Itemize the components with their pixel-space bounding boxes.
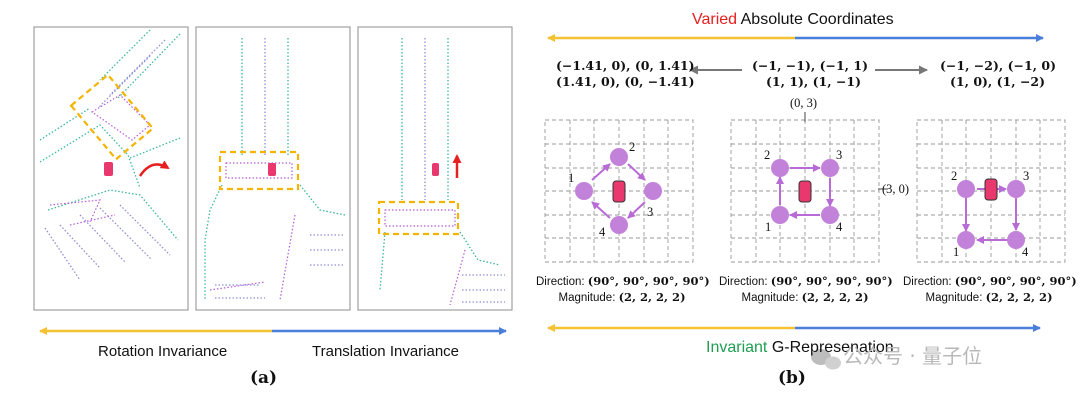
point-label-1: 1	[568, 171, 575, 185]
node-4	[610, 216, 628, 234]
map-panel-translated	[357, 26, 513, 311]
rotation-invariance-label: Rotation Invariance	[98, 343, 228, 360]
subfigure-b-caption: (b)	[778, 368, 806, 388]
point-label-2: 2	[629, 140, 636, 154]
caption-center-direction: Direction: (90°, 90°, 90°, 90°)	[719, 274, 893, 288]
watermark: 公众号 · 量子位	[843, 344, 983, 368]
axis-label-right: (3, 0)	[882, 182, 910, 196]
coords-center-line2: (1, 1), (1, −1)	[766, 74, 862, 89]
car-icon	[612, 180, 626, 203]
coords-right-line1: (−1, −2), (−1, 0)	[940, 58, 1056, 73]
point-label-1: 1	[765, 220, 772, 234]
node-1	[957, 231, 975, 249]
top-title: Varied Absolute Coordinates	[692, 12, 894, 28]
node-2	[957, 180, 975, 198]
point-label-4: 4	[1022, 245, 1029, 259]
caption-right-magnitude: Magnitude: (2, 2, 2, 2)	[925, 290, 1053, 304]
caption-left-magnitude: Magnitude: (2, 2, 2, 2)	[558, 290, 686, 304]
point-label-3: 3	[1023, 169, 1030, 183]
point-label-1: 1	[953, 245, 960, 259]
node-3	[1007, 180, 1025, 198]
caption-center-magnitude: Magnitude: (2, 2, 2, 2)	[741, 290, 869, 304]
node-3	[644, 182, 662, 200]
translation-invariance-label: Translation Invariance	[312, 343, 460, 360]
point-label-2: 2	[951, 169, 958, 183]
axis-label-top: (0, 3)	[790, 96, 818, 110]
node-2	[610, 148, 628, 166]
bottom-title-invariant-word: Invariant	[706, 339, 768, 356]
node-1	[575, 182, 593, 200]
subfigure-a-caption: (a)	[250, 368, 278, 388]
caption-right-direction: Direction: (90°, 90°, 90°, 90°)	[903, 274, 1077, 288]
title-varied-word: Varied	[692, 11, 738, 28]
node-4	[821, 206, 839, 224]
coords-left-line1: (−1.41, 0), (0, 1.41)	[556, 58, 695, 73]
point-label-2: 2	[764, 148, 771, 162]
caption-left-direction: Direction: (90°, 90°, 90°, 90°)	[536, 274, 710, 288]
coords-left-line2: (1.41, 0), (0, −1.41)	[556, 74, 695, 89]
point-label-4: 4	[599, 225, 606, 239]
bottom-title: Invariant G-Represenation	[706, 340, 894, 356]
coords-right-line2: (1, 0), (1, −2)	[950, 74, 1046, 89]
car-icon	[798, 180, 812, 203]
point-label-3: 3	[647, 205, 654, 219]
title-rest: Absolute Coordinates	[737, 11, 894, 28]
shifted-square-structure	[957, 178, 1025, 249]
bottom-title-rest: G-Represenation	[767, 339, 894, 356]
point-label-3: 3	[836, 148, 843, 162]
point-label-4: 4	[836, 220, 843, 234]
map-panel-rotated	[33, 26, 189, 311]
node-2	[771, 159, 789, 177]
node-4	[1007, 231, 1025, 249]
car-icon	[984, 178, 998, 201]
diamond-structure	[575, 148, 662, 234]
square-structure	[771, 159, 839, 224]
coords-center-line1: (−1, −1), (−1, 1)	[752, 58, 868, 73]
node-1	[771, 206, 789, 224]
node-3	[821, 159, 839, 177]
map-panel-center	[195, 26, 351, 311]
wechat-icon	[811, 349, 841, 370]
